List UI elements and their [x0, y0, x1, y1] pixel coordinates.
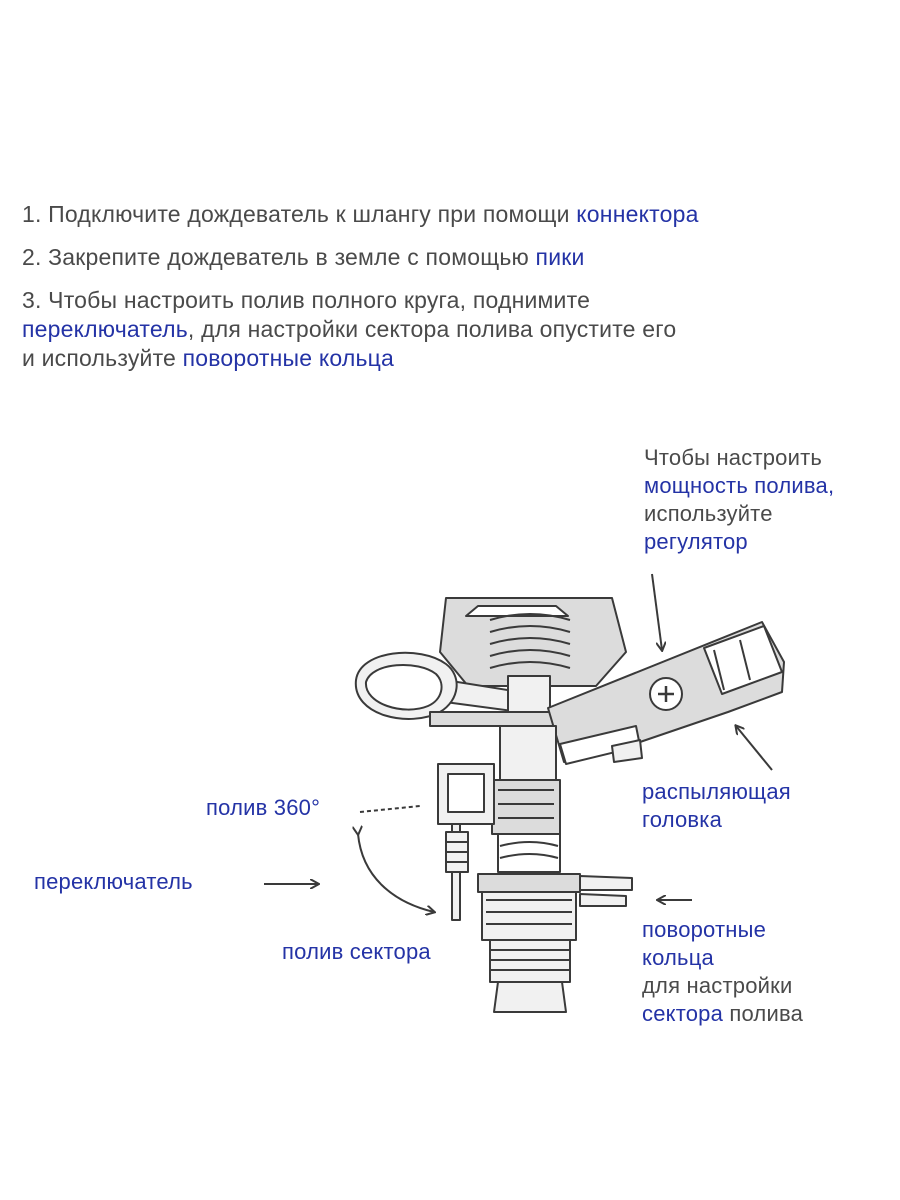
regulator-label-line-3: используйте [644, 501, 773, 526]
step-3-line-1: 3. Чтобы настроить полив полного круга, … [22, 287, 591, 313]
leader-arrows [264, 573, 773, 912]
step-1-highlight: коннектора [576, 201, 699, 227]
regulator-label-line-1: Чтобы настроить [644, 445, 823, 470]
sprinkler-body [354, 597, 785, 1013]
spray-head-arrow [736, 726, 773, 771]
step-2-text: 2. Закрепите дождеватель в земле с помощ… [22, 244, 536, 270]
rings-label-line-4a: сектора [642, 1001, 724, 1026]
instruction-step-1: 1. Подключите дождеватель к шлангу при п… [22, 200, 882, 229]
sector-label: полив сектора [282, 939, 431, 964]
instruction-step-3: 3. Чтобы настроить полив полного круга, … [22, 286, 882, 373]
regulator-label-line-4: регулятор [644, 529, 748, 554]
instruction-step-2: 2. Закрепите дождеватель в земле с помощ… [22, 243, 882, 272]
spray-head-label-line-1: распыляющая [642, 779, 791, 804]
regulator-label-line-2: мощность полива, [644, 473, 835, 498]
rings-label-line-3: для настройки [642, 973, 793, 998]
spray-head-label-line-2: головка [642, 807, 723, 832]
step-3-line-2: , для настройки сектора полива опустите … [187, 316, 677, 342]
rings-label: поворотные кольца для настройки сектора … [642, 916, 803, 1028]
regulator-label: Чтобы настроить мощность полива, использ… [644, 444, 834, 556]
rotation-arrow [358, 834, 434, 912]
regulator-arrow [651, 573, 662, 650]
switch-dashed-line [359, 805, 421, 813]
step-3-highlight-switch: переключатель [22, 316, 188, 342]
poliv-360-label: полив 360° [206, 795, 321, 820]
switch-label: переключатель [34, 869, 193, 894]
rings-label-line-1: поворотные [642, 917, 767, 942]
rings-label-line-4b: полива [723, 1001, 804, 1026]
step-3-line-3: и используйте [22, 345, 183, 371]
step-1-text: 1. Подключите дождеватель к шлангу при п… [22, 201, 577, 227]
spring [489, 613, 571, 669]
step-3-highlight-rings: поворотные кольца [182, 345, 395, 371]
spray-head-label: распыляющая головка [642, 778, 791, 834]
rings-label-line-2: кольца [642, 945, 714, 970]
instructions: 1. Подключите дождеватель к шлангу при п… [22, 200, 882, 387]
step-2-highlight: пики [535, 244, 585, 270]
